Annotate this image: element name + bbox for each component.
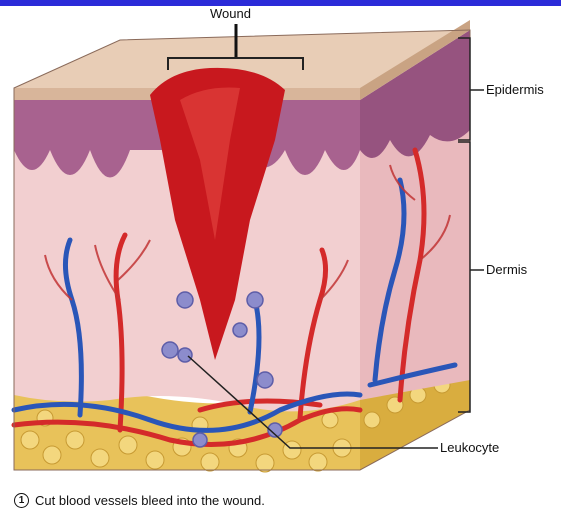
figure-caption: 1 Cut blood vessels bleed into the wound… (14, 493, 265, 508)
leukocyte-label: Leukocyte (440, 440, 499, 455)
wound-label: Wound (210, 6, 251, 21)
epidermis-label: Epidermis (486, 82, 544, 97)
step-number-badge: 1 (14, 493, 29, 508)
caption-text: Cut blood vessels bleed into the wound. (35, 493, 265, 508)
dermis-label: Dermis (486, 262, 527, 277)
